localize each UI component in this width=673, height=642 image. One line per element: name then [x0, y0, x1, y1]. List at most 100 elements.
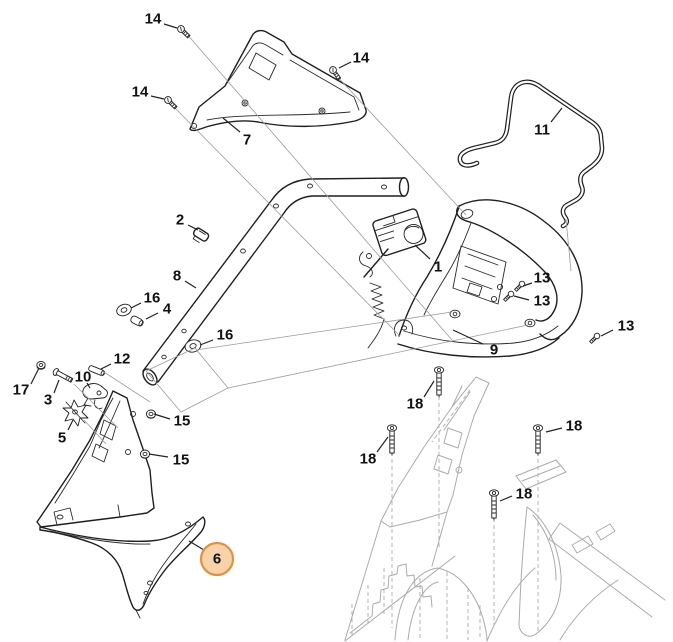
highlight-circle[interactable] [199, 541, 235, 577]
callout-3[interactable]: 3 [44, 379, 60, 409]
callout-leader-line [600, 329, 614, 337]
part-11-bail-wire [457, 79, 605, 229]
screw-14 [177, 25, 191, 39]
part-number-label: 5 [58, 430, 66, 447]
part-number-label: 14 [353, 50, 370, 67]
callout-leader-line [188, 540, 205, 551]
callout-leader-line [187, 224, 199, 231]
callout-leader-line [513, 295, 530, 301]
callout-14[interactable]: 14 [132, 84, 165, 101]
part-number-label: 2 [176, 212, 184, 229]
callout-16[interactable]: 16 [199, 327, 234, 346]
callout-8[interactable]: 8 [173, 268, 197, 289]
callout-leader-line [545, 427, 563, 433]
callout-18[interactable]: 18 [360, 436, 389, 468]
callout-leader-line [30, 367, 40, 385]
callout-leader-line [148, 453, 169, 458]
part-9-handle-mount [393, 199, 583, 358]
callout-leader-line [522, 282, 533, 287]
part-2-clip [192, 227, 210, 243]
callout-18[interactable]: 18 [499, 486, 533, 503]
screw-18 [488, 489, 500, 521]
part-number-label: 14 [145, 11, 162, 28]
part-number-label: 16 [217, 327, 234, 344]
callout-leader-line [414, 244, 431, 260]
part-17-flange-nut [36, 360, 46, 370]
callout-6-highlighted[interactable]: 6 [188, 540, 235, 577]
callout-leader-line [100, 363, 112, 370]
callout-12[interactable]: 12 [100, 351, 131, 370]
callout-leader-line [145, 312, 159, 320]
callout-leader-line [338, 61, 352, 69]
callout-9[interactable]: 9 [452, 329, 498, 359]
callout-18[interactable]: 18 [407, 380, 435, 413]
part-7-console-bracket [189, 29, 367, 132]
callout-17[interactable]: 17 [13, 367, 40, 399]
screw-18 [433, 366, 445, 398]
part-number-label: 13 [534, 293, 551, 310]
callout-2[interactable]: 2 [176, 212, 199, 231]
callout-leader-line [130, 302, 142, 309]
part-number-label: 18 [516, 486, 533, 503]
callout-leader-line [499, 495, 513, 502]
part-8-handlebar-tube [142, 176, 410, 386]
part-number-label: 11 [534, 122, 550, 139]
callout-16[interactable]: 16 [130, 290, 161, 309]
callout-leader-line [199, 339, 214, 346]
part-number-label: 18 [360, 451, 377, 468]
callout-leader-line [150, 95, 165, 100]
callout-leader-line [153, 413, 171, 420]
callout-leader-line [423, 380, 435, 398]
part-number-label: 7 [243, 132, 251, 149]
screw-13 [589, 332, 601, 344]
screw-18 [386, 424, 398, 456]
callout-15[interactable]: 15 [148, 452, 190, 469]
part-number-label: 16 [144, 290, 161, 307]
callout-11[interactable]: 11 [534, 107, 563, 139]
callout-1[interactable]: 1 [414, 244, 442, 276]
part-number-label: 13 [534, 270, 551, 287]
callout-leader-line [550, 107, 563, 123]
callout-13[interactable]: 13 [513, 293, 551, 310]
screw-14 [164, 96, 178, 110]
callout-10[interactable]: 10 [75, 369, 92, 389]
part-number-label: 4 [163, 301, 172, 318]
callout-layer: 1414147281641612171035151561111313139181… [13, 11, 635, 577]
callout-leader-line [163, 23, 178, 29]
screw-13 [503, 290, 515, 302]
part-number-label: 9 [490, 342, 498, 359]
callout-7[interactable]: 7 [222, 117, 251, 149]
part-3-bolt [52, 368, 74, 383]
callout-14[interactable]: 14 [338, 50, 370, 69]
ghost-mower-body [344, 376, 666, 642]
callout-15[interactable]: 15 [153, 413, 191, 430]
callout-leader-line [53, 379, 60, 394]
part-12-pin [88, 365, 106, 376]
part-number-label: 1 [434, 259, 442, 276]
part-spring-cable [359, 251, 385, 349]
part-number-label: 12 [114, 351, 131, 368]
callout-18[interactable]: 18 [545, 418, 583, 435]
part-number-label: 15 [174, 413, 191, 430]
callout-leader-line [184, 280, 197, 289]
part-lower-handle-bracket [36, 390, 155, 528]
part-6-lower-handle-cover [39, 516, 206, 619]
part-number-label: 10 [75, 369, 92, 386]
callout-leader-line [67, 419, 74, 431]
callout-leader-line [452, 329, 484, 345]
callout-13[interactable]: 13 [600, 318, 635, 337]
callout-13[interactable]: 13 [522, 270, 551, 287]
callout-leader-line [376, 436, 389, 453]
part-number-label: 18 [566, 418, 583, 435]
callout-5[interactable]: 5 [58, 419, 74, 447]
screw-14 [329, 66, 342, 81]
callout-14[interactable]: 14 [145, 11, 178, 29]
part-number-label: 15 [173, 452, 190, 469]
part-number-label: 8 [173, 268, 181, 285]
part-15-lock-nut [139, 449, 151, 459]
part-number-label: 17 [13, 382, 30, 399]
callout-leader-line [86, 382, 91, 389]
callout-4[interactable]: 4 [145, 301, 172, 320]
part-number-label: 13 [618, 318, 635, 335]
